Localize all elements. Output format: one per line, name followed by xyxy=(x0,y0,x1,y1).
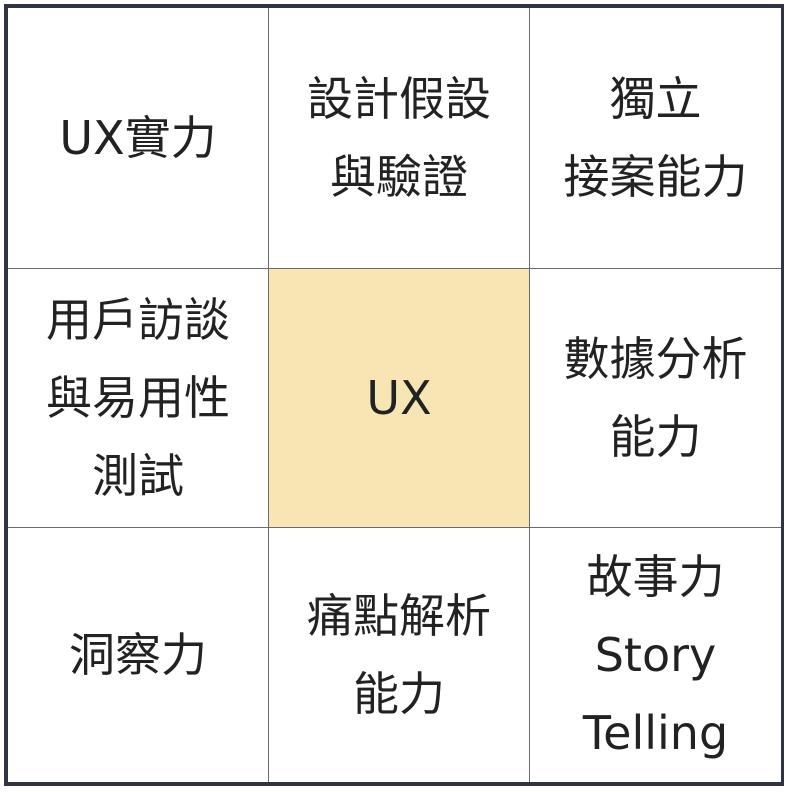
cell-pain-point-analysis: 痛點解析 能力 xyxy=(269,528,530,782)
cell-freelance-ability: 獨立 接案能力 xyxy=(530,8,781,269)
cell-storytelling: 故事力 Story Telling xyxy=(582,550,729,760)
cell-data-analysis: 數據分析 能力 xyxy=(530,269,781,528)
cell-center-ux: UX xyxy=(269,269,530,528)
cell-insight: 洞察力 xyxy=(8,528,269,782)
cell-design-hypothesis-validation: 設計假設 與驗證 xyxy=(269,8,530,269)
ux-skills-grid: UX實力 設計假設 與驗證 獨立 接案能力 用戶訪談 與易用性 測試 UX 數據… xyxy=(4,4,784,786)
cell-ux-strength: UX實力 xyxy=(8,8,269,269)
cell-user-interview-usability-testing: 用戶訪談 與易用性 測試 xyxy=(8,269,269,528)
